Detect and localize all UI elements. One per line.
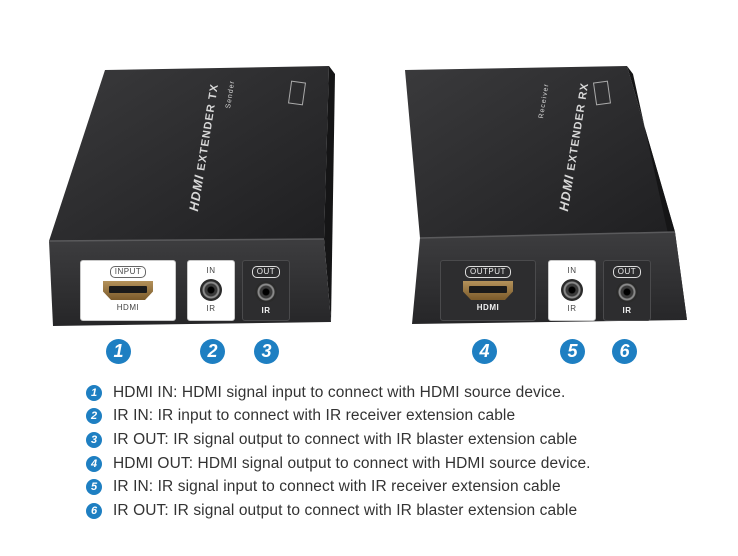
audio-jack-icon[interactable]	[255, 281, 277, 303]
number-badge-1: 1	[106, 339, 131, 364]
port-label: HDMI	[476, 303, 500, 312]
number-badge-5: 5	[560, 339, 585, 364]
legend-text: IR OUT: IR signal output to connect with…	[113, 501, 578, 519]
receiver-device: HDMI EXTENDER RX Receiver OUTPUT HDMI IN…	[405, 66, 687, 324]
port-label: IN	[206, 266, 216, 275]
audio-jack-icon[interactable]	[200, 279, 222, 301]
legend-text: IR IN: IR input to connect with IR recei…	[113, 407, 516, 425]
legend-badge: 4	[86, 455, 102, 472]
legend-text: HDMI OUT: HDMI signal output to connect …	[113, 454, 591, 472]
port-label: OUTPUT	[465, 266, 511, 278]
sender-hdmi-input-panel: INPUT HDMI	[80, 260, 176, 321]
hdmi-port-icon[interactable]	[463, 281, 513, 300]
port-label: IR	[622, 306, 632, 315]
legend-item: 2 IR IN: IR input to connect with IR rec…	[86, 405, 591, 429]
port-label: IR	[261, 306, 271, 315]
legend-text: IR IN: IR signal input to connect with I…	[113, 478, 561, 496]
receiver-ir-out-panel: OUT IR	[603, 260, 651, 321]
legend-text: HDMI IN: HDMI signal input to connect wi…	[113, 383, 566, 401]
sender-ir-out-panel: OUT IR	[242, 260, 290, 321]
number-badge-3: 3	[254, 339, 279, 364]
legend-badge: 2	[86, 408, 102, 425]
port-label: OUT	[612, 266, 642, 278]
legend-item: 4 HDMI OUT: HDMI signal output to connec…	[86, 452, 591, 476]
number-badge-6: 6	[612, 339, 637, 364]
port-label: INPUT	[109, 266, 147, 278]
sender-device: HDMI EXTENDER TX Sender INPUT HDMI IN IR…	[0, 0, 369, 340]
legend-badge: 5	[86, 479, 102, 496]
number-badge-2: 2	[200, 339, 225, 364]
legend-text: IR OUT: IR signal output to connect with…	[113, 430, 578, 448]
sender-ir-in-panel: IN IR	[187, 260, 235, 321]
legend-badge: 3	[86, 431, 102, 448]
port-label: IN	[567, 266, 577, 275]
legend-badge: 1	[86, 384, 102, 401]
legend-badge: 6	[86, 502, 102, 519]
hdmi-port-icon[interactable]	[103, 281, 153, 300]
port-label: HDMI	[116, 303, 140, 312]
port-label: OUT	[251, 266, 281, 278]
legend-item: 1 HDMI IN: HDMI signal input to connect …	[86, 381, 591, 405]
receiver-ir-in-panel: IN IR	[548, 260, 596, 321]
legend-item: 3 IR OUT: IR signal output to connect wi…	[86, 428, 591, 452]
number-badge-4: 4	[472, 339, 497, 364]
audio-jack-icon[interactable]	[561, 279, 583, 301]
legend: 1 HDMI IN: HDMI signal input to connect …	[86, 381, 591, 523]
receiver-hdmi-output-panel: OUTPUT HDMI	[440, 260, 536, 321]
legend-item: 6 IR OUT: IR signal output to connect wi…	[86, 499, 591, 523]
port-label: IR	[567, 304, 577, 313]
legend-item: 5 IR IN: IR signal input to connect with…	[86, 475, 591, 499]
port-label: IR	[206, 304, 216, 313]
audio-jack-icon[interactable]	[616, 281, 638, 303]
